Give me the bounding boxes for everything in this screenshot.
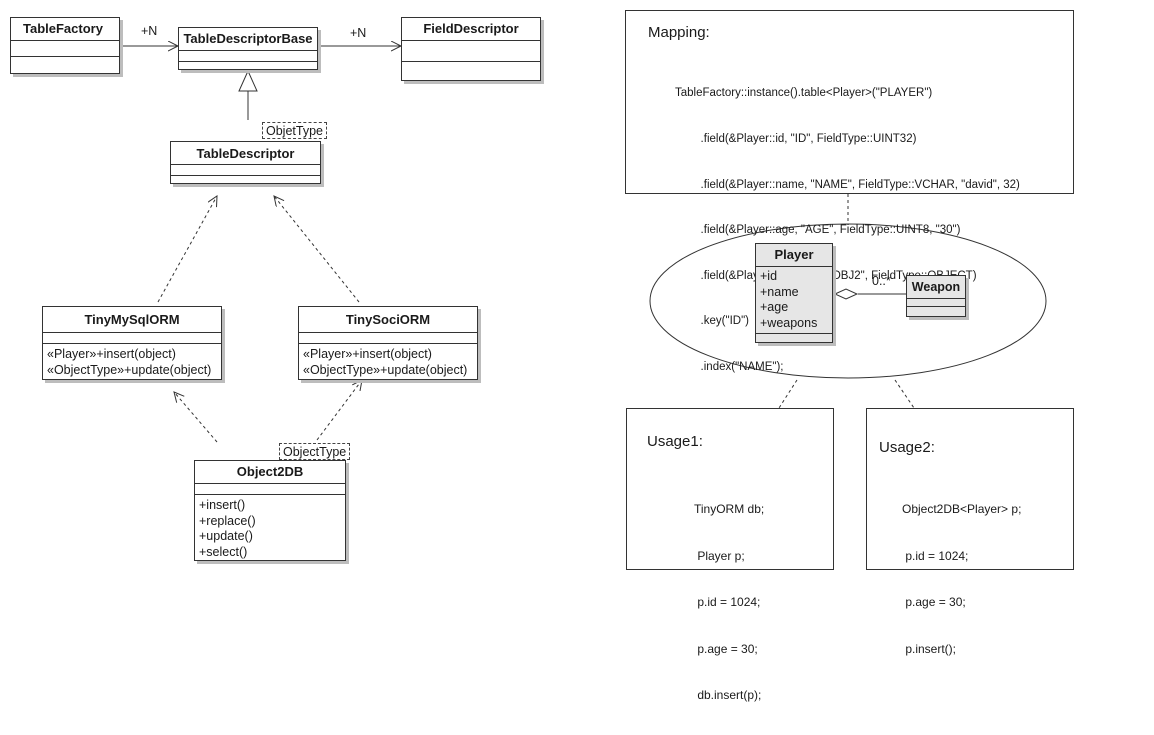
class-name: TableDescriptorBase xyxy=(179,28,317,51)
dependency-soci-descriptor xyxy=(274,196,360,303)
dependency-object2db-soci xyxy=(316,380,362,441)
class-name: TableDescriptor xyxy=(171,142,320,165)
class-table-descriptor[interactable]: TableDescriptor xyxy=(170,141,321,184)
class-name: Player xyxy=(756,244,832,267)
class-name: FieldDescriptor xyxy=(402,18,540,41)
class-name: Object2DB xyxy=(195,461,345,484)
note-title: Usage2: xyxy=(879,439,935,456)
attributes-list: +id +name +age +weapons xyxy=(756,267,832,334)
attribute: +weapons xyxy=(760,315,818,330)
operations-list: «Player»+insert(object) «ObjectType»+upd… xyxy=(43,344,221,381)
note-title: Usage1: xyxy=(647,433,703,450)
uml-diagram-canvas: +N +N 0..* TableFactory TableDescriptorB… xyxy=(10,0,1074,702)
operation: +update() xyxy=(199,529,253,543)
class-tiny-soci-orm[interactable]: TinySociORM «Player»+insert(object) «Obj… xyxy=(298,306,478,380)
operation: «ObjectType»+update(object) xyxy=(303,362,468,377)
mapping-note: Mapping: TableFactory::instance().table<… xyxy=(625,10,1074,373)
dependency-object2db-mysql xyxy=(174,392,218,443)
code-line: Player p; xyxy=(694,548,745,563)
multiplicity-player-weapon: 0..* xyxy=(872,274,891,288)
operation: «Player»+insert(object) xyxy=(303,347,432,361)
code-line: .index("NAME"); xyxy=(675,360,784,373)
attribute: +name xyxy=(760,284,799,299)
operation: +insert() xyxy=(199,498,246,512)
operation: «Player»+insert(object) xyxy=(47,347,176,361)
code-line: db.insert(p); xyxy=(694,688,762,702)
code-line: .key("ID") xyxy=(675,315,749,328)
operations-list: «Player»+insert(object) «ObjectType»+upd… xyxy=(299,344,477,381)
note-title: Mapping: xyxy=(648,24,710,41)
template-param-table-descriptor: ObjetType xyxy=(262,122,327,139)
multiplicity-factory-base: +N xyxy=(141,24,158,38)
class-player[interactable]: Player +id +name +age +weapons xyxy=(755,243,833,343)
class-name: TinySociORM xyxy=(299,307,477,333)
code-line: .field(&Player::weapons, "OBJ2", FieldTy… xyxy=(701,269,977,282)
code-line: p.insert(); xyxy=(902,641,957,656)
class-name: TableFactory xyxy=(11,18,119,41)
code-line: Object2DB<Player> p; xyxy=(902,502,1022,516)
attribute: +id xyxy=(760,269,778,283)
attribute: +age xyxy=(760,300,789,314)
note-code: Object2DB<Player> p; p.id = 1024; p.age … xyxy=(902,471,1021,688)
code-line: .field(&Player::id, "ID", FieldType::UIN… xyxy=(675,133,917,145)
class-table-descriptor-base[interactable]: TableDescriptorBase xyxy=(178,27,318,70)
usage1-note: Usage1: TinyORM db; Player p; p.id = 102… xyxy=(626,408,834,702)
code-line: .field(&Player::age, "AGE", FieldType::U… xyxy=(675,224,961,237)
code-line: p.id = 1024; xyxy=(694,595,761,609)
class-field-descriptor[interactable]: FieldDescriptor xyxy=(401,17,541,81)
class-table-factory[interactable]: TableFactory xyxy=(10,17,120,74)
operations-list: +insert() +replace() +update() +select() xyxy=(195,495,345,563)
class-tiny-mysql-orm[interactable]: TinyMySqlORM «Player»+insert(object) «Ob… xyxy=(42,306,222,380)
note-code: TinyORM db; Player p; p.id = 1024; p.age… xyxy=(694,471,764,735)
code-line: .field(&Player::name, "NAME", FieldType:… xyxy=(675,178,1020,191)
code-line: p.id = 1024; xyxy=(902,548,969,563)
code-line: TinyORM db; xyxy=(694,502,765,516)
code-line: p.age = 30; xyxy=(902,595,966,609)
class-name: TinyMySqlORM xyxy=(43,307,221,333)
note-code: TableFactory::instance().table<Player>("… xyxy=(675,56,1020,406)
class-weapon[interactable]: Weapon xyxy=(906,275,966,317)
connector-layer xyxy=(119,0,1047,443)
template-param-object2db: ObjectType xyxy=(279,443,351,460)
operation: +select() xyxy=(199,544,248,559)
class-object2db[interactable]: Object2DB +insert() +replace() +update()… xyxy=(194,460,346,561)
code-line: p.age = 30; xyxy=(694,641,758,656)
player-ellipse xyxy=(649,223,1047,379)
class-name: Weapon xyxy=(907,276,965,299)
usage2-note: Usage2: Object2DB<Player> p; p.id = 1024… xyxy=(866,408,1074,656)
operation: +replace() xyxy=(199,513,256,528)
code-line: TableFactory::instance().table<Player>("… xyxy=(675,87,933,100)
aggregation-diamond xyxy=(833,288,859,300)
multiplicity-base-field: +N xyxy=(350,26,367,40)
dependency-mysql-descriptor xyxy=(157,196,217,303)
operation: «ObjectType»+update(object) xyxy=(47,362,212,377)
generalization-triangle xyxy=(238,69,258,92)
